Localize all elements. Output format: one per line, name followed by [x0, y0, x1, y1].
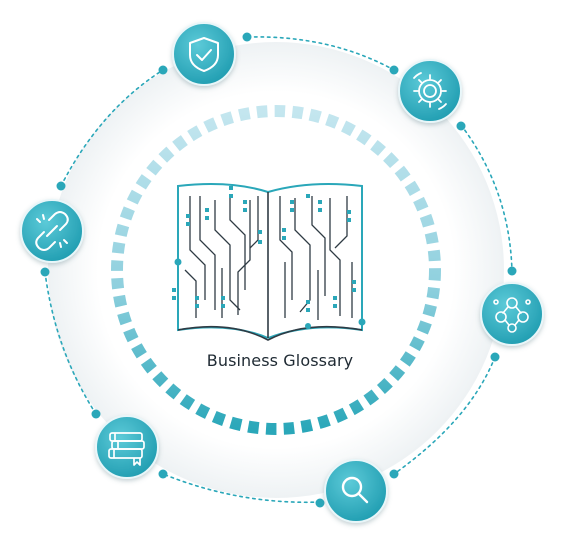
node-shield[interactable]	[172, 22, 236, 86]
outer-orbit	[44, 36, 513, 504]
shield-check-icon	[189, 37, 219, 72]
inner-dashed-ring	[111, 105, 441, 435]
node-search[interactable]	[324, 459, 388, 523]
node-people-network[interactable]	[480, 282, 544, 346]
people-network-icon	[493, 297, 531, 333]
orbit-dots	[40, 32, 517, 508]
books-stack-icon	[108, 432, 145, 466]
open-book-circuit-icon	[172, 183, 366, 341]
node-gear[interactable]	[398, 59, 462, 123]
node-books[interactable]	[95, 415, 159, 479]
diagram-title: Business Glossary	[206, 351, 354, 370]
gear-icon	[413, 72, 447, 110]
broken-link-icon	[35, 211, 69, 251]
search-icon	[341, 476, 369, 504]
